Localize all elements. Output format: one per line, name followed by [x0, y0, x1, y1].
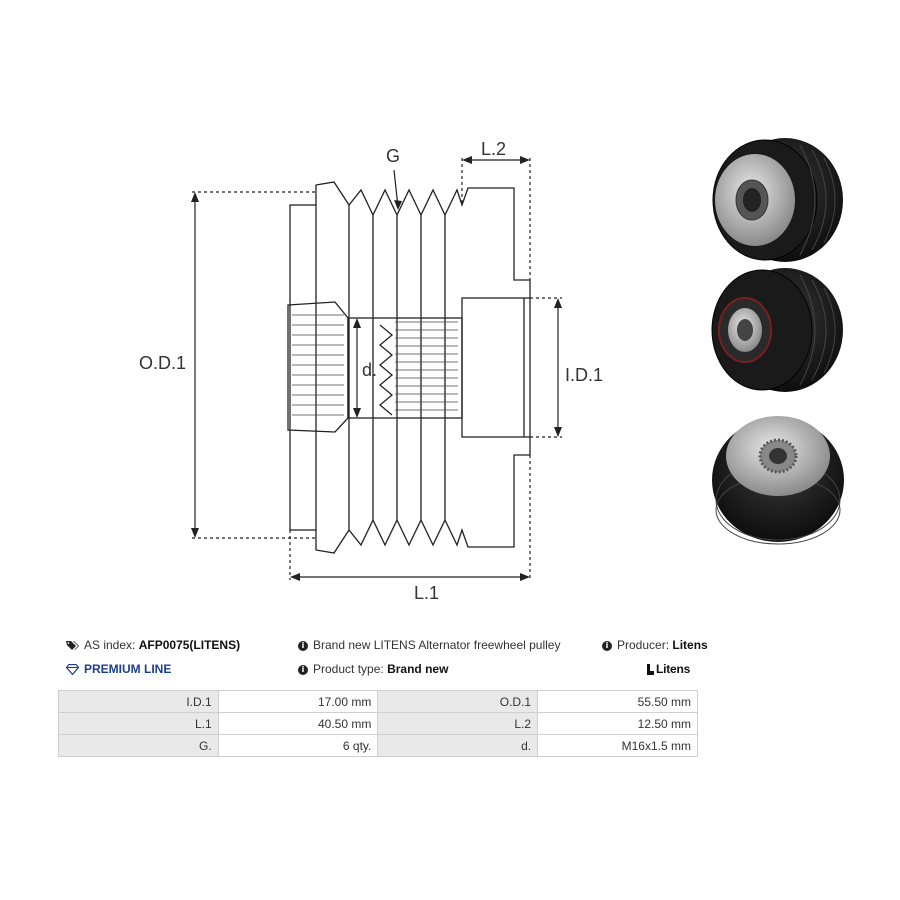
producer-label: Producer: [617, 638, 670, 652]
d-label: d. [362, 360, 377, 380]
spec-value: M16x1.5 mm [537, 734, 698, 757]
thread-hatching [395, 321, 458, 411]
litens-logo-icon [647, 664, 654, 676]
as-index-row: AS index: AFP0075(LITENS) [66, 638, 240, 652]
diamond-icon [66, 664, 79, 676]
technical-drawing: G L.2 O.D.1 I.D.1 d. L.1 [139, 138, 844, 603]
description-text: Brand new LITENS Alternator freewheel pu… [313, 638, 561, 652]
od1-label: O.D.1 [139, 353, 186, 373]
premium-line-row: PREMIUM LINE [66, 662, 171, 676]
product-photo-rear [712, 416, 844, 545]
as-index-label: AS index: [84, 638, 136, 652]
spec-value: 40.50 mm [217, 712, 379, 735]
l2-label: L.2 [481, 139, 506, 159]
spec-value: 55.50 mm [537, 690, 698, 713]
product-photo-bearing [711, 268, 843, 392]
info-circle-icon: i [298, 640, 308, 651]
pulley-outline [287, 181, 531, 554]
table-row: I.D.1 17.00 mm O.D.1 55.50 mm [58, 690, 698, 713]
dimension-arrowheads [191, 156, 562, 581]
specs-table: I.D.1 17.00 mm O.D.1 55.50 mm L.1 40.50 … [58, 690, 698, 757]
spec-key: d. [377, 734, 539, 757]
id1-label: I.D.1 [565, 365, 603, 385]
product-photo-front [712, 138, 843, 262]
table-row: G. 6 qty. d. M16x1.5 mm [58, 734, 698, 757]
spec-key: O.D.1 [377, 690, 539, 713]
tags-icon [66, 641, 79, 651]
table-row: L.1 40.50 mm L.2 12.50 mm [58, 712, 698, 735]
info-circle-icon: i [602, 640, 612, 651]
producer-value: Litens [672, 638, 708, 652]
dimension-lines [192, 158, 562, 580]
spec-value: 6 qty. [217, 734, 379, 757]
g-label: G [386, 146, 400, 166]
premium-line-label: PREMIUM LINE [84, 662, 172, 676]
spec-value: 17.00 mm [217, 690, 379, 713]
brand-logo: Litens [646, 662, 690, 676]
info-circle-icon: i [298, 664, 308, 675]
l1-label: L.1 [414, 583, 439, 603]
product-type-value: Brand new [387, 662, 449, 676]
spec-key: L.1 [58, 712, 219, 735]
product-type-label: Product type: [313, 662, 384, 676]
spec-key: I.D.1 [58, 690, 219, 713]
description-row: i Brand new LITENS Alternator freewheel p… [298, 638, 560, 652]
spec-value: 12.50 mm [537, 712, 698, 735]
as-index-value: AFP0075(LITENS) [138, 638, 241, 652]
spline-hatching [292, 314, 344, 416]
spec-key: G. [58, 734, 219, 757]
producer-row: i Producer: Litens [602, 638, 708, 652]
product-type-row: i Product type: Brand new [298, 662, 448, 676]
spec-key: L.2 [377, 712, 539, 735]
brand-logo-text: Litens [656, 662, 691, 676]
